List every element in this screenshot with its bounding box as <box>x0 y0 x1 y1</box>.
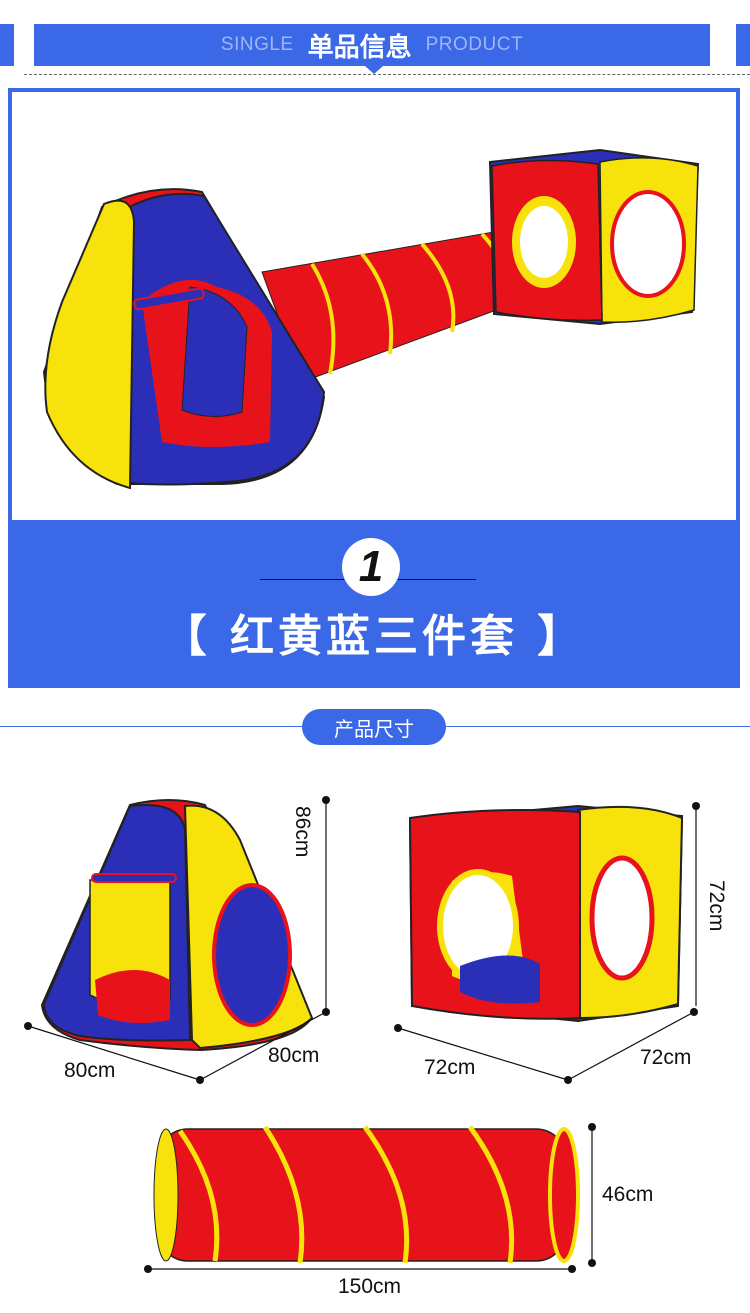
tent-width: 80cm <box>64 1059 116 1082</box>
number-line-left <box>260 579 344 580</box>
number-line-right <box>398 579 476 580</box>
tunnel-diameter: 46cm <box>602 1183 654 1206</box>
tunnel-size-image <box>144 1123 596 1273</box>
header-side-right <box>736 24 750 66</box>
tent-height: 86cm <box>291 806 314 858</box>
number-badge <box>342 538 400 596</box>
cube-illustration <box>488 148 700 326</box>
header-bar <box>34 24 710 66</box>
tunnel-length: 150cm <box>338 1275 402 1298</box>
size-section-label: 产品尺寸 <box>302 709 446 745</box>
tent-depth: 80cm <box>268 1044 320 1067</box>
product-number: 1 <box>358 542 384 591</box>
cube-depth: 72cm <box>640 1046 692 1069</box>
set-name: 【 红黄蓝三件套 】 <box>162 611 586 662</box>
cube-size-image <box>394 802 700 1084</box>
header-title-cn: 单品信息 <box>307 32 412 63</box>
cube-width: 72cm <box>424 1056 476 1079</box>
header-left-en: SINGLE <box>220 34 294 55</box>
tent-illustration <box>42 188 326 490</box>
product-set-image <box>42 148 700 490</box>
header-side-left <box>0 24 14 66</box>
header-pointer <box>365 66 383 74</box>
cube-height: 72cm <box>705 880 728 932</box>
header-title: SINGLE 单品信息 PRODUCT <box>34 24 710 66</box>
header-right-en: PRODUCT <box>425 34 524 55</box>
header-divider <box>24 74 750 75</box>
tent-size-image <box>24 796 330 1084</box>
